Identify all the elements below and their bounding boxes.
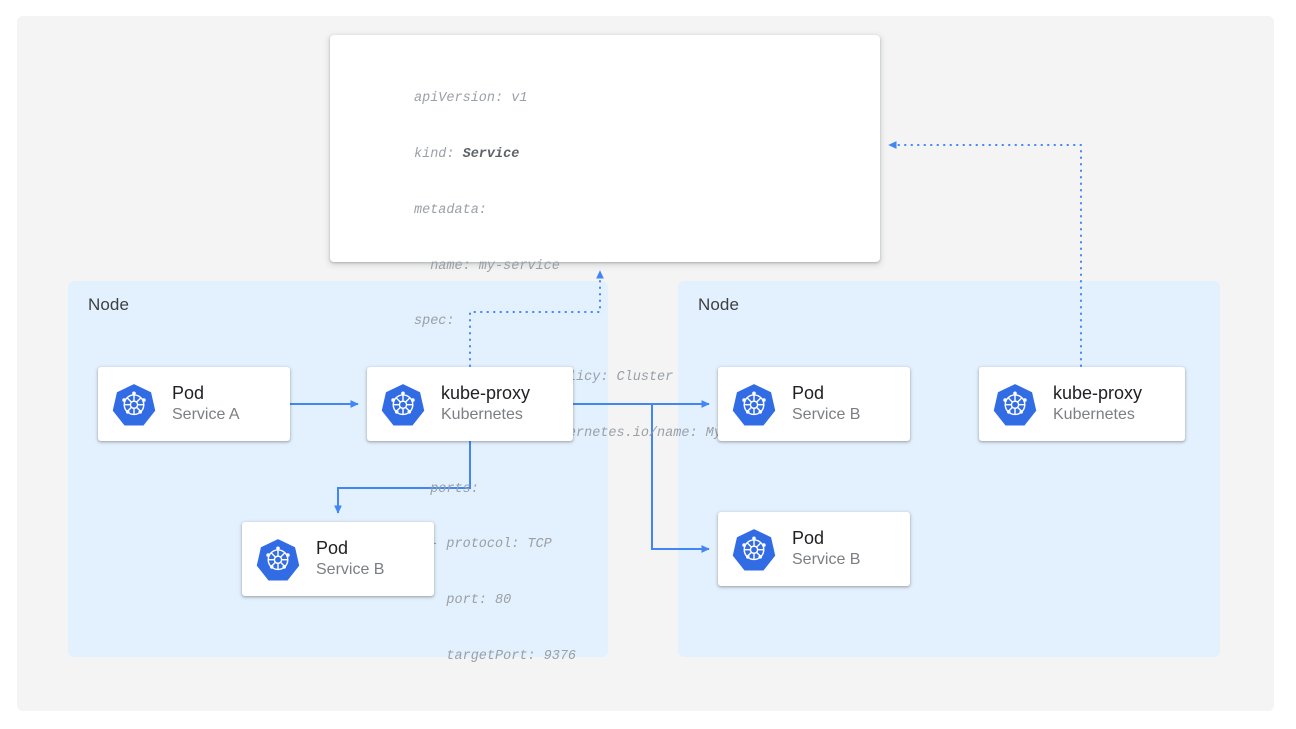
card-text: kube-proxy Kubernetes <box>1053 383 1142 425</box>
card-subtitle: Kubernetes <box>441 406 523 424</box>
kubernetes-logo-icon <box>256 539 300 581</box>
yaml-line: ports: <box>414 481 479 497</box>
card-subtitle: Service B <box>792 551 861 569</box>
yaml-line: metadata: <box>414 202 487 218</box>
card-text: Pod Service B <box>792 383 860 425</box>
card-subtitle: Kubernetes <box>1053 406 1135 424</box>
yaml-line: apiVersion: v1 <box>414 91 528 107</box>
card-pod-service-a[interactable]: Pod Service A <box>98 367 290 441</box>
card-kube-proxy-left[interactable]: kube-proxy Kubernetes <box>367 367 573 441</box>
card-pod-service-b-left[interactable]: Pod Service B <box>242 522 434 596</box>
yaml-line: kind: Service <box>414 146 880 165</box>
card-title: Pod <box>792 382 825 403</box>
yaml-line: - protocol: TCP <box>414 537 552 553</box>
card-pod-service-b-right-bottom[interactable]: Pod Service B <box>718 512 910 586</box>
kubernetes-logo-icon <box>381 384 425 426</box>
card-text: kube-proxy Kubernetes <box>441 383 530 425</box>
yaml-line: targetPort: 9376 <box>414 649 577 664</box>
card-text: Pod Service B <box>316 538 384 580</box>
yaml-key: kind: <box>414 146 463 162</box>
card-text: Pod Service B <box>792 528 860 570</box>
card-kube-proxy-right[interactable]: kube-proxy Kubernetes <box>979 367 1185 441</box>
card-title: Pod <box>792 527 825 548</box>
kubernetes-logo-icon <box>732 529 776 571</box>
card-title: Pod <box>172 382 205 403</box>
kubernetes-logo-icon <box>732 384 776 426</box>
card-text: Pod Service A <box>172 383 240 425</box>
yaml-value-bold: Service <box>462 146 520 162</box>
card-subtitle: Service A <box>172 406 240 424</box>
yaml-line: spec: <box>414 314 455 330</box>
card-title: kube-proxy <box>1053 382 1143 403</box>
card-pod-service-b-right-top[interactable]: Pod Service B <box>718 367 910 441</box>
card-subtitle: Service B <box>792 406 861 424</box>
yaml-line: port: 80 <box>414 593 512 609</box>
service-manifest-card: apiVersion: v1 kind: Service metadata: n… <box>330 35 880 664</box>
yaml-line: name: my-service <box>414 258 560 274</box>
node-label-left: Node <box>88 295 130 314</box>
kubernetes-logo-icon <box>112 384 156 426</box>
node-label-right: Node <box>698 295 740 314</box>
card-title: kube-proxy <box>441 382 531 403</box>
card-title: Pod <box>316 537 349 558</box>
kubernetes-logo-icon <box>993 384 1037 426</box>
card-subtitle: Service B <box>316 561 385 579</box>
